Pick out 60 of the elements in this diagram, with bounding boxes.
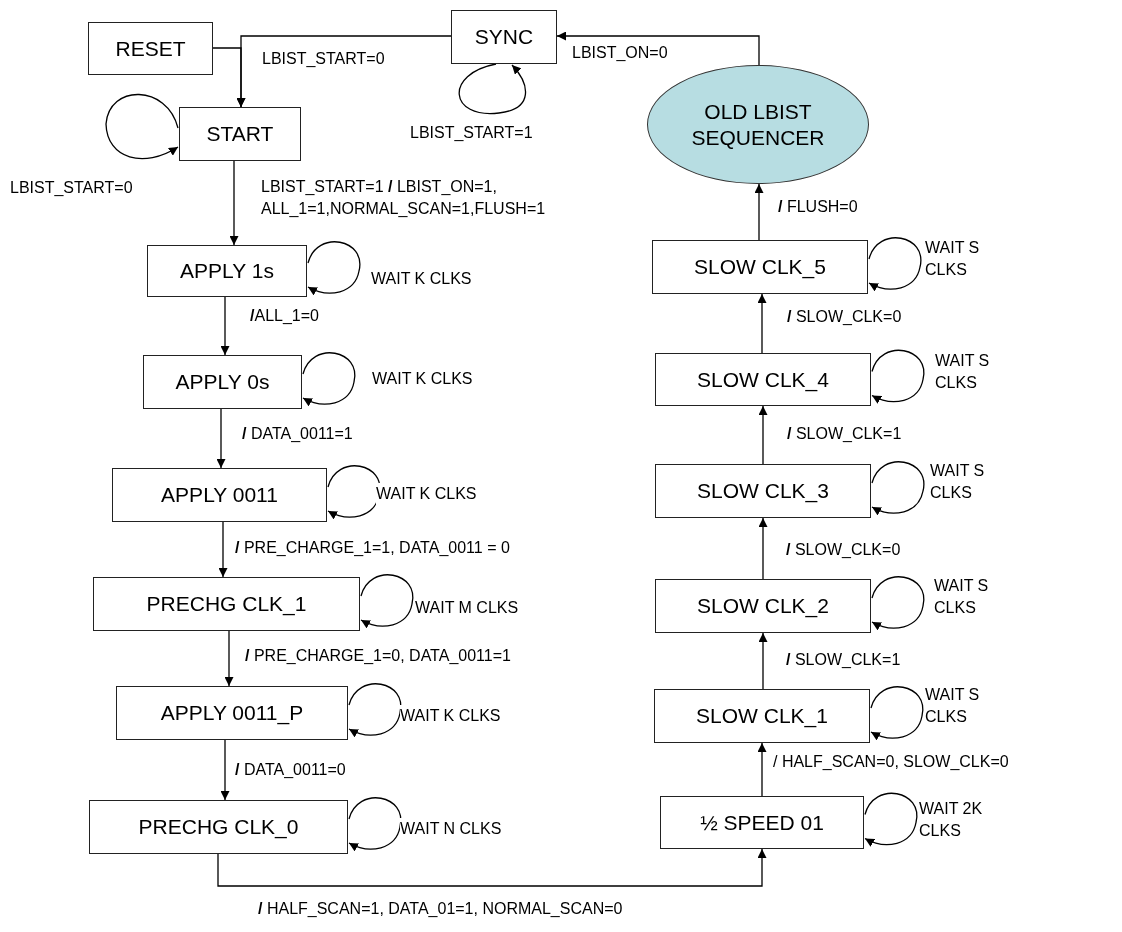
transition-arrow	[218, 521, 228, 578]
state-box	[93, 577, 360, 631]
transition-arrow	[556, 31, 760, 66]
state-label: PRECHG CLK_0	[138, 814, 299, 840]
state-box	[112, 468, 327, 522]
transition-arrow	[754, 183, 764, 241]
self-loop-arrow	[360, 574, 414, 628]
transition-arrow	[758, 405, 768, 465]
transition-arrow	[224, 630, 234, 687]
state-label: SLOW CLK_4	[697, 366, 829, 393]
state-box	[89, 800, 348, 854]
state-label: SYNC	[474, 24, 534, 50]
state-box	[654, 689, 870, 743]
transition-arrow	[236, 35, 452, 108]
state-label: ½ SPEED 01	[700, 809, 824, 836]
transition-arrow	[220, 296, 230, 356]
self-loop-arrow	[871, 576, 925, 630]
self-loop-arrow	[871, 461, 925, 515]
state-label: APPLY 1s	[180, 258, 274, 284]
state-box	[655, 464, 871, 518]
self-loop-arrow	[302, 352, 356, 406]
transition-arrow	[757, 742, 767, 797]
transition-arrow	[758, 632, 768, 690]
state-box	[88, 22, 213, 75]
state-box	[179, 107, 301, 161]
self-loop-arrow	[864, 792, 918, 847]
transition-arrow	[220, 739, 230, 801]
state-box	[652, 240, 868, 294]
state-label: APPLY 0011	[161, 482, 278, 508]
state-label: APPLY 0s	[175, 369, 270, 395]
state-label: START	[206, 121, 274, 147]
state-label: SLOW CLK_5	[694, 254, 826, 280]
state-box	[147, 245, 307, 297]
self-loop-arrow	[307, 241, 361, 295]
transition-arrow	[758, 517, 768, 580]
self-loop-arrow	[348, 683, 402, 737]
state-label: APPLY 0011_P	[160, 700, 304, 726]
state-box	[660, 796, 864, 849]
transition-arrow	[217, 848, 767, 887]
state-box	[655, 579, 871, 633]
self-loop-arrow	[871, 349, 925, 404]
self-loop-arrow	[105, 93, 179, 160]
state-label: OLD LBIST SEQUENCER	[690, 99, 826, 150]
state-box	[143, 355, 302, 409]
self-loop-arrow	[348, 797, 402, 851]
state-label: SLOW CLK_3	[697, 478, 829, 504]
state-box	[655, 353, 871, 406]
state-label: RESET	[115, 35, 186, 62]
state-label: PRECHG CLK_1	[146, 591, 307, 617]
state-box	[116, 686, 348, 740]
self-loop-arrow	[870, 686, 924, 740]
transition-arrow	[757, 293, 767, 354]
state-label: SLOW CLK_2	[697, 593, 829, 619]
transition-arrow	[229, 160, 239, 246]
self-loop-arrow	[458, 63, 527, 115]
edge-label: WAIT K CLKS	[376, 483, 477, 506]
transition-arrow	[216, 408, 226, 469]
state-box	[451, 10, 557, 64]
state-label: SLOW CLK_1	[696, 703, 828, 729]
self-loop-arrow	[868, 237, 922, 291]
